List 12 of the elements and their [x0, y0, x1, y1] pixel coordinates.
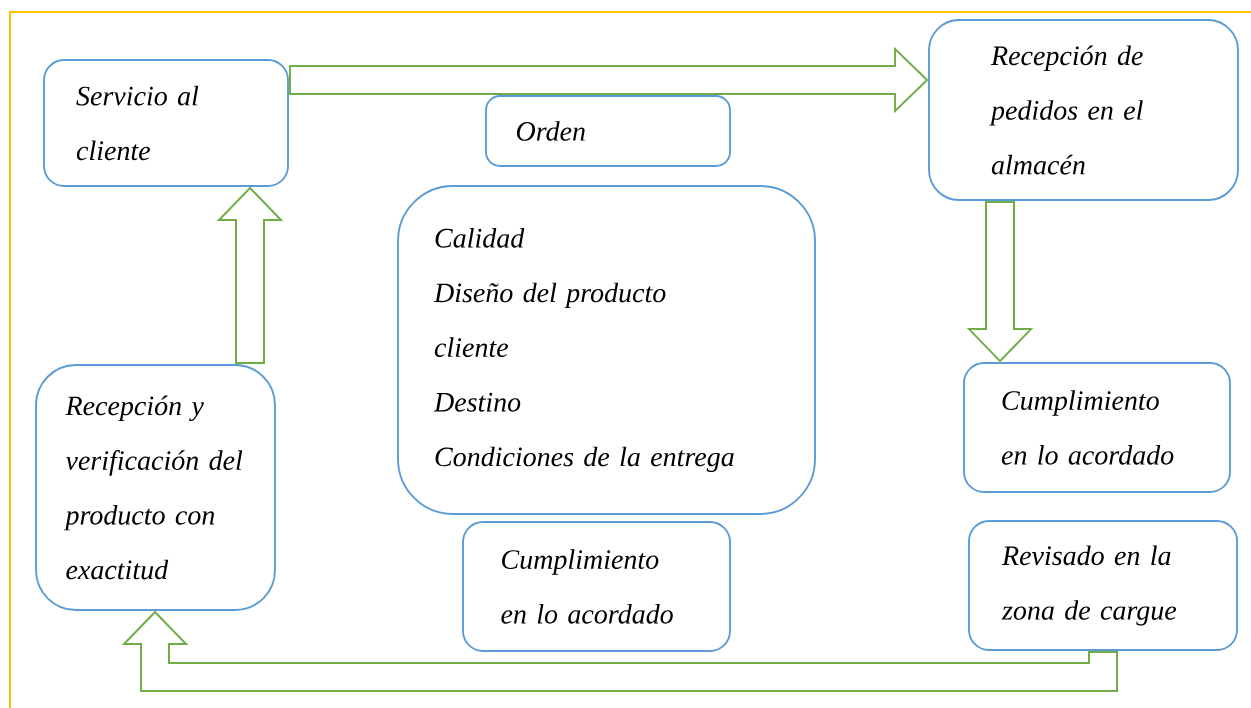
process-box: Servicio al cliente [43, 59, 289, 187]
process-box: Calidad Diseño del producto cliente Destino Condiciones de la entrega [397, 185, 816, 515]
process-box: Revisado en la zona de cargue [968, 520, 1238, 651]
block-arrow [121, 610, 1118, 692]
process-box: Recepción de pedidos en el almacén [928, 19, 1239, 201]
process-box: Recepción y verificación del producto con exactitud [35, 364, 276, 611]
block-arrow [288, 46, 929, 114]
process-box: Cumplimiento en lo acordado [963, 362, 1231, 493]
process-box: Orden [485, 95, 731, 167]
block-arrow [216, 186, 284, 365]
block-arrow [966, 200, 1034, 363]
process-box: Cumplimiento en lo acordado [462, 521, 731, 652]
